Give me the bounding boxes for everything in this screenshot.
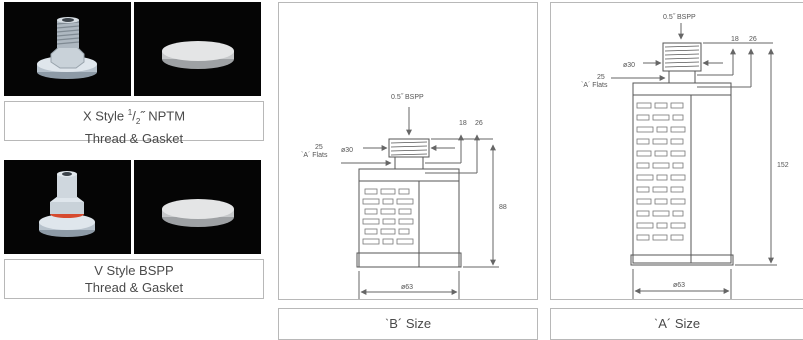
x-style-title: X Style 1/2˝ NPTM <box>82 108 186 126</box>
v-style-title: V Style BSPP <box>94 263 174 278</box>
b-dia-top-label: ø30 <box>341 147 353 154</box>
a-dia-top-label: ø30 <box>623 62 635 69</box>
a-dia-body-label: ø63 <box>673 282 685 289</box>
a-thread-label: 0.5˝ BSPP <box>663 13 696 21</box>
v-style-fitting-image <box>39 171 95 237</box>
b-dim-b-label: 26 <box>475 120 483 127</box>
a-flats-label: ˋA´ Flats <box>581 82 608 89</box>
a-size-drawing: 0.5˝ BSPP ø30 18 26 25 ˋA´ Flats 152 ø63 <box>581 13 789 299</box>
x-style-fitting-image <box>37 17 97 79</box>
x-style-gasket-photo <box>134 2 261 96</box>
a-dim-b-label: 26 <box>749 36 757 43</box>
a-size-drawing-panel: 0.5˝ BSPP ø30 18 26 25 ˋA´ Flats 152 ø63 <box>550 2 803 300</box>
x-style-gasket-image <box>162 41 234 69</box>
a-flats-value: 25 <box>597 74 605 81</box>
b-dim-a-label: 18 <box>459 120 467 127</box>
x-style-caption: X Style 1/2˝ NPTM Thread & Gasket <box>4 101 264 146</box>
b-size-drawing: 0.5˝ BSPP ø30 18 26 25 ˋA´ Flats 88 ø63 <box>301 93 507 299</box>
x-style-subtitle: Thread & Gasket <box>84 130 184 146</box>
b-thread-label: 0.5˝ BSPP <box>391 93 424 101</box>
a-size-caption: ˋA´ Size <box>550 308 803 340</box>
b-flats-value: 25 <box>315 144 323 151</box>
a-dim-a-label: 18 <box>731 36 739 43</box>
v-style-fitting-photo <box>4 160 131 254</box>
x-style-fitting-photo <box>4 2 131 96</box>
v-style-gasket-image <box>162 199 234 227</box>
v-style-caption: V Style BSPP Thread & Gasket <box>4 259 264 299</box>
v-style-subtitle: Thread & Gasket <box>84 280 184 295</box>
a-size-caption-text: ˋA´ Size <box>653 316 701 331</box>
b-dia-body-label: ø63 <box>401 284 413 291</box>
b-size-drawing-panel: 0.5˝ BSPP ø30 18 26 25 ˋA´ Flats 88 ø63 <box>278 2 538 300</box>
a-height-label: 152 <box>777 162 789 169</box>
b-size-caption: ˋB´ Size <box>278 308 538 340</box>
v-style-gasket-photo <box>134 160 261 254</box>
b-flats-label: ˋA´ Flats <box>301 152 328 159</box>
b-height-label: 88 <box>499 204 507 211</box>
b-size-caption-text: ˋB´ Size <box>384 316 432 331</box>
